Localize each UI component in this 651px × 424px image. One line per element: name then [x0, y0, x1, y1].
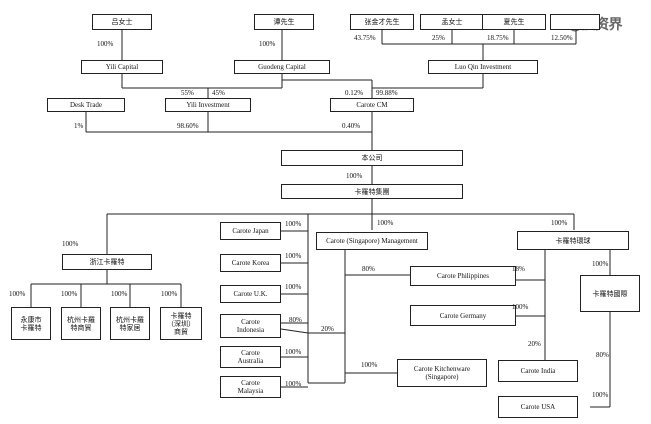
entity-carote-usa: Carote USA [498, 396, 578, 418]
pct-tan-guodeng: 100% [259, 40, 276, 48]
pct-sg-kitchenware: 100% [361, 361, 378, 369]
entity-shenzhen-trade: 卡羅特 （深圳） 商貿 [160, 307, 202, 340]
entity-carote-philippines: Carote Philippines [410, 266, 516, 286]
entity-yili-investment: Yili Investment [165, 98, 251, 112]
pct-group-japan: 100% [285, 220, 302, 228]
entity-yongkang-carote: 永康市 卡羅特 [11, 307, 51, 340]
pct-group-zhejiang: 100% [62, 240, 79, 248]
entity-carote-germany: Carote Germany [410, 305, 516, 326]
pct-intl-usa: 100% [592, 391, 609, 399]
entity-carote-japan: Carote Japan [220, 222, 281, 240]
pct-yilicap-yiliinv: 55% [181, 89, 194, 97]
entity-hangzhou-trade: 杭州卡羅 特商貿 [61, 307, 101, 340]
entity-carote-korea: Carote Korea [220, 254, 281, 272]
pct-zj-hzhome: 100% [111, 290, 128, 298]
pct-company-group: 100% [346, 172, 363, 180]
entity-zhejiang-carote: 浙江卡羅特 [62, 254, 152, 270]
entity-desk-trade: Desk Trade [47, 98, 125, 112]
entity-carote-indonesia: Carote Indonesia [220, 314, 281, 338]
pct-group-global: 100% [551, 219, 568, 227]
pct-guodeng-cm: 0.12% [345, 89, 364, 97]
pct-zj-yongkang: 100% [9, 290, 26, 298]
pct-sg-philippines: 80% [362, 265, 375, 273]
connector-lines [30, 30, 611, 408]
pct-intl-india: 80% [596, 351, 609, 359]
pct-group-uk: 100% [285, 283, 302, 291]
entity-yili-capital: Yili Capital [81, 60, 163, 74]
pct-sg-indonesia: 20% [321, 325, 334, 333]
pct-global-philippines: 18% [512, 265, 525, 273]
entity-luo-qin-investment: Luo Qin Investment [428, 60, 538, 74]
entity-carote-singapore-management: Carote (Singapore) Management [316, 232, 428, 250]
pct-zj-hztrade: 100% [61, 290, 78, 298]
entity-carote-india: Carote India [498, 360, 578, 382]
pct-zhang-luo: 43.75% [354, 34, 376, 42]
shareholder-other [550, 14, 600, 30]
pct-cm-company: 0.40% [342, 122, 361, 130]
pct-desk-company: 1% [74, 122, 84, 130]
entity-carote-group: 卡羅特集團 [281, 184, 463, 199]
shareholder-xia: 夏先生 [482, 14, 546, 30]
pct-group-malaysia: 100% [285, 380, 302, 388]
entity-carote-uk: Carote U.K. [220, 285, 281, 303]
pct-other-luo: 12.50% [551, 34, 573, 42]
pct-yiliinv-company: 98.60% [177, 122, 199, 130]
entity-hangzhou-home: 杭州卡羅 特家居 [110, 307, 150, 340]
pct-group-korea: 100% [285, 252, 302, 260]
entity-guodeng-capital: Guodeng Capital [234, 60, 330, 74]
shareholder-lv: 吕女士 [92, 14, 152, 30]
pct-guodeng-yiliinv: 45% [212, 89, 225, 97]
pct-meng-luo: 25% [432, 34, 445, 42]
entity-carote-international: 卡羅特國際 [580, 275, 640, 312]
entity-carote-australia: Carote Australia [220, 346, 281, 368]
pct-group-australia: 100% [285, 348, 302, 356]
shareholder-zhang: 张金才先生 [350, 14, 414, 30]
pct-group-sgmgmt: 100% [377, 219, 394, 227]
pct-xia-luo: 18.75% [487, 34, 509, 42]
shareholder-meng: 孟女士 [420, 14, 484, 30]
pct-zj-shenzhen: 100% [161, 290, 178, 298]
entity-carote-kitchenware-singapore: Carote Kitchenware (Singapore) [397, 359, 487, 387]
entity-carote-cm: Carote CM [330, 98, 414, 112]
entity-company: 本公司 [281, 150, 463, 166]
pct-lv-yili: 100% [97, 40, 114, 48]
entity-carote-global: 卡羅特環球 [517, 231, 629, 250]
pct-luo-cm: 99.88% [376, 89, 398, 97]
entity-carote-malaysia: Carote Malaysia [220, 376, 281, 398]
pct-group-indonesia: 80% [289, 316, 302, 324]
pct-group-germany: 100% [512, 303, 529, 311]
shareholder-tan: 谭先生 [254, 14, 314, 30]
pct-global-india: 20% [528, 340, 541, 348]
pct-global-intl: 100% [592, 260, 609, 268]
